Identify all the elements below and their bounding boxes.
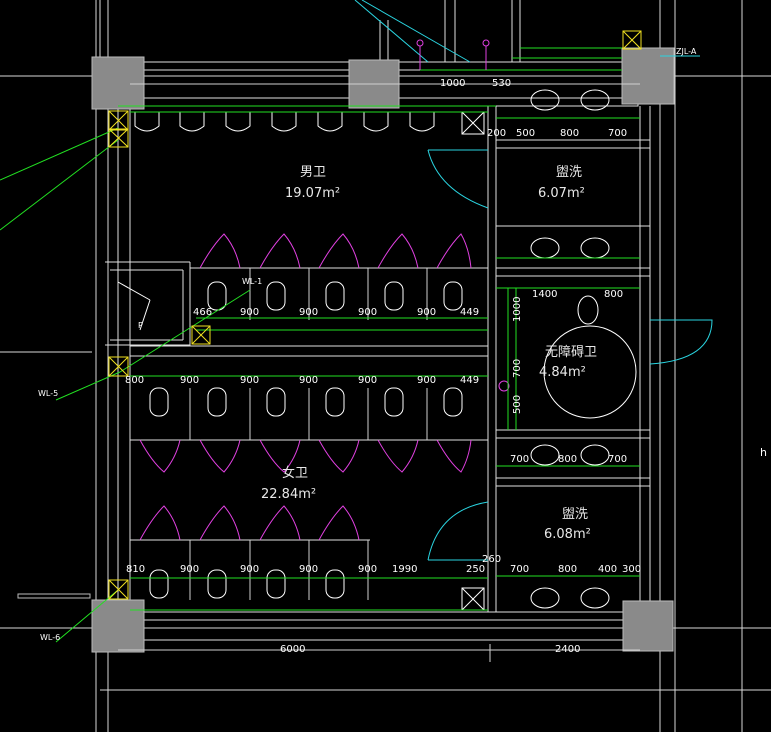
dim-label: 900 xyxy=(358,375,377,386)
dim-label: 500 xyxy=(512,395,523,414)
dim-label: 900 xyxy=(180,564,199,575)
dim-label: 400 xyxy=(598,564,617,575)
dim-label: 900 xyxy=(240,375,259,386)
dim-label: 500 xyxy=(516,128,535,139)
urinal-row xyxy=(134,111,435,132)
dim-label: 700 xyxy=(608,454,627,465)
dim-label: 900 xyxy=(299,564,318,575)
dim-label: 900 xyxy=(299,307,318,318)
dim-label: 810 xyxy=(126,564,145,575)
dim-label: 1000 xyxy=(512,297,523,322)
dim-label: 260 xyxy=(482,554,501,565)
dim-label: 200 xyxy=(487,128,506,139)
vent-pipes xyxy=(416,39,490,70)
dim-label: 900 xyxy=(417,375,436,386)
wash-bottom-name: 盥洗 xyxy=(562,507,588,522)
main-doors xyxy=(354,0,713,561)
dim-label: 800 xyxy=(125,375,144,386)
dim-label: 300 xyxy=(622,564,641,575)
stall-door-swings xyxy=(139,233,510,541)
men-room-area: 19.07m² xyxy=(285,186,340,201)
dim-label: 1000 xyxy=(440,78,465,89)
dim-label: 700 xyxy=(510,564,529,575)
dim-total-left: 6000 xyxy=(280,644,305,655)
stall-partitions xyxy=(189,268,428,600)
dimension-labels: 1000 530 200 500 800 700 1400 800 1000 7… xyxy=(125,78,641,655)
men-room-name: 男卫 xyxy=(300,165,326,180)
dim-label: 800 xyxy=(558,564,577,575)
dim-label: 900 xyxy=(299,375,318,386)
dimension-lines xyxy=(118,83,640,662)
dim-label: 449 xyxy=(460,307,479,318)
accessible-room-name: 无障碍卫 xyxy=(545,345,597,360)
dim-label: 700 xyxy=(512,359,523,378)
dim-label: 250 xyxy=(466,564,485,575)
dim-label: 900 xyxy=(358,307,377,318)
accessible-room-area: 4.84m² xyxy=(539,365,586,380)
tag-labels: ZJL-A WL-1 WL-5 WL-6 P h xyxy=(38,47,767,642)
dim-label: 800 xyxy=(560,128,579,139)
dim-label: 530 xyxy=(492,78,511,89)
dim-label: 900 xyxy=(180,375,199,386)
women-room-area: 22.84m² xyxy=(261,487,316,502)
dim-label: 1400 xyxy=(532,289,557,300)
shaft-tag-p: P xyxy=(138,321,143,330)
women-room-name: 女卫 xyxy=(282,465,308,481)
structural-columns xyxy=(91,47,675,653)
dim-label: 449 xyxy=(460,375,479,386)
dim-label: 900 xyxy=(358,564,377,575)
dim-label: 900 xyxy=(240,564,259,575)
dim-label: 800 xyxy=(604,289,623,300)
hatch-strip xyxy=(17,593,91,599)
dim-label: 1990 xyxy=(392,564,417,575)
pipe-tag-wl5: WL-5 xyxy=(38,389,58,398)
water-pipes xyxy=(0,47,640,643)
squat-toilets xyxy=(149,281,463,599)
dim-label: 700 xyxy=(608,128,627,139)
wash-top-name: 盥洗 xyxy=(556,165,582,180)
dim-total-right: 2400 xyxy=(555,644,580,655)
pipe-tag-wl1: WL-1 xyxy=(242,277,262,286)
dim-label: 900 xyxy=(417,307,436,318)
wash-top-area: 6.07m² xyxy=(538,186,585,201)
dim-label: 800 xyxy=(558,454,577,465)
pipe-tag-zjl: ZJL-A xyxy=(676,47,697,56)
wash-bottom-area: 6.08m² xyxy=(544,527,591,542)
edge-tag-h: h xyxy=(760,446,767,459)
wash-basins xyxy=(117,89,637,611)
pipe-shafts xyxy=(108,30,642,600)
dim-label: 700 xyxy=(510,454,529,465)
dim-label: 900 xyxy=(240,307,259,318)
pipe-tag-wl6: WL-6 xyxy=(40,633,60,642)
room-labels: 男卫 19.07m² 女卫 22.84m² 盥洗 6.07m² 盥洗 6.08m… xyxy=(261,165,597,542)
dim-label: 466 xyxy=(193,307,212,318)
